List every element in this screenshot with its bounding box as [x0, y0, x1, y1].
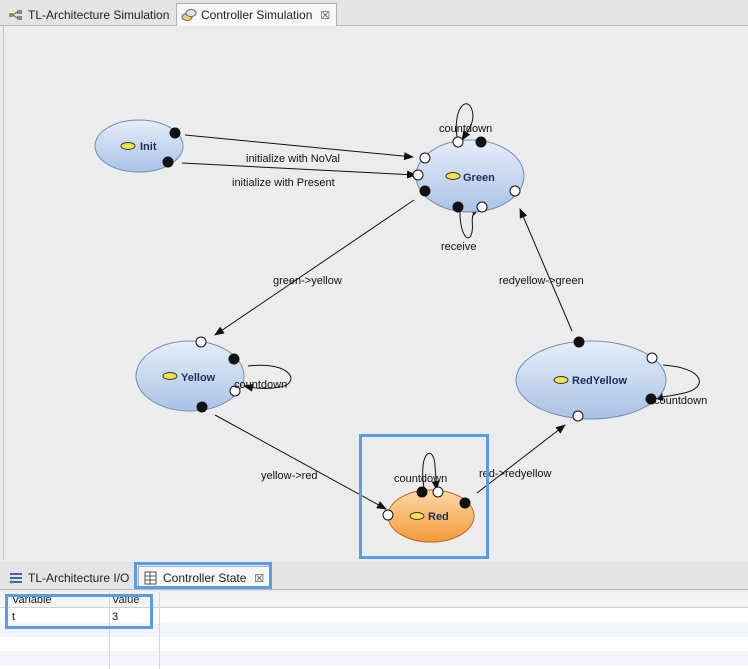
variable-cell[interactable]: t	[12, 611, 16, 623]
transition-label: yellow->red	[261, 470, 318, 482]
value-cell[interactable]: 3	[112, 611, 119, 623]
state-label: Init	[140, 141, 157, 153]
controller-state-tab-highlight	[134, 562, 272, 589]
close-icon[interactable]: ☒	[320, 9, 331, 22]
transition-label: redyellow->green	[499, 275, 584, 287]
transition-init-noval[interactable]	[184, 134, 414, 161]
tab-label: TL-Architecture I/O	[28, 570, 130, 585]
transition-label: receive	[441, 241, 476, 253]
close-icon[interactable]: ☒	[254, 572, 265, 585]
table-row-empty	[0, 651, 748, 665]
tab-label: Controller Simulation	[201, 8, 313, 22]
transition-label: initialize with NoVal	[246, 153, 340, 165]
transition-label: countdown	[439, 123, 492, 135]
io-list-icon	[9, 572, 22, 584]
column-divider	[109, 592, 110, 669]
state-redyellow[interactable]: RedYellow	[515, 340, 667, 420]
self-loop-red-countdown[interactable]	[422, 452, 440, 491]
tab-label: Controller State	[163, 571, 247, 585]
transition-label: countdown	[394, 473, 447, 485]
column-header-empty	[160, 592, 748, 608]
state-yellow[interactable]: Yellow	[135, 340, 245, 412]
simulation-icon	[181, 9, 197, 21]
state-token-icon	[553, 376, 569, 384]
state-token-icon	[445, 172, 461, 180]
state-machine-canvas[interactable]: Init Green Yellow RedYellow Red	[3, 26, 748, 560]
transition-green-yellow[interactable]	[214, 199, 415, 336]
state-diagram: Init Green Yellow RedYellow Red	[94, 103, 707, 543]
controller-state-table: Variable Value t 3	[0, 592, 748, 669]
transition-label: countdown	[654, 395, 707, 407]
transition-yellow-red[interactable]	[214, 414, 387, 510]
state-label: Red	[428, 511, 449, 523]
architecture-icon	[9, 9, 22, 20]
self-loop-green-countdown[interactable]	[455, 103, 474, 143]
table-row-empty	[0, 623, 748, 637]
tab-tl-architecture-simulation[interactable]: TL-Architecture Simulation	[4, 3, 175, 26]
table-highlight	[5, 594, 153, 629]
self-loop-redyellow-countdown[interactable]	[653, 364, 700, 401]
active-state-highlight	[359, 434, 489, 559]
state-token-icon	[120, 142, 136, 150]
state-label: RedYellow	[572, 375, 627, 387]
state-table-icon	[144, 571, 157, 585]
column-divider	[159, 592, 160, 669]
transition-init-present[interactable]	[181, 162, 417, 179]
ports	[162, 127, 658, 521]
state-token-icon	[162, 372, 178, 380]
self-loop-green-receive[interactable]	[459, 207, 481, 239]
transition-label: red->redyellow	[479, 468, 552, 480]
state-red-active[interactable]: Red	[387, 489, 475, 543]
editor-tab-bar: TL-Architecture Simulation Controller Si…	[0, 0, 748, 26]
transition-label: green->yellow	[273, 275, 342, 287]
view-tab-bar: TL-Architecture I/O Controller State ☒	[0, 562, 748, 590]
state-token-icon	[409, 512, 425, 520]
state-label: Yellow	[181, 372, 216, 384]
transition-label: countdown	[234, 379, 287, 391]
tab-label: TL-Architecture Simulation	[28, 7, 170, 22]
state-init[interactable]: Init	[94, 119, 184, 173]
self-loop-yellow-countdown[interactable]	[243, 364, 292, 392]
transition-label: initialize with Present	[232, 177, 335, 189]
tab-tl-architecture-io[interactable]: TL-Architecture I/O	[4, 566, 135, 589]
state-label: Green	[463, 172, 495, 184]
tab-controller-state[interactable]: Controller State ☒	[138, 566, 272, 589]
tab-controller-simulation[interactable]: Controller Simulation ☒	[176, 3, 338, 26]
state-green[interactable]: Green	[415, 139, 525, 213]
transition-redyellow-green[interactable]	[519, 208, 573, 332]
transition-red-redyellow[interactable]	[476, 424, 566, 494]
